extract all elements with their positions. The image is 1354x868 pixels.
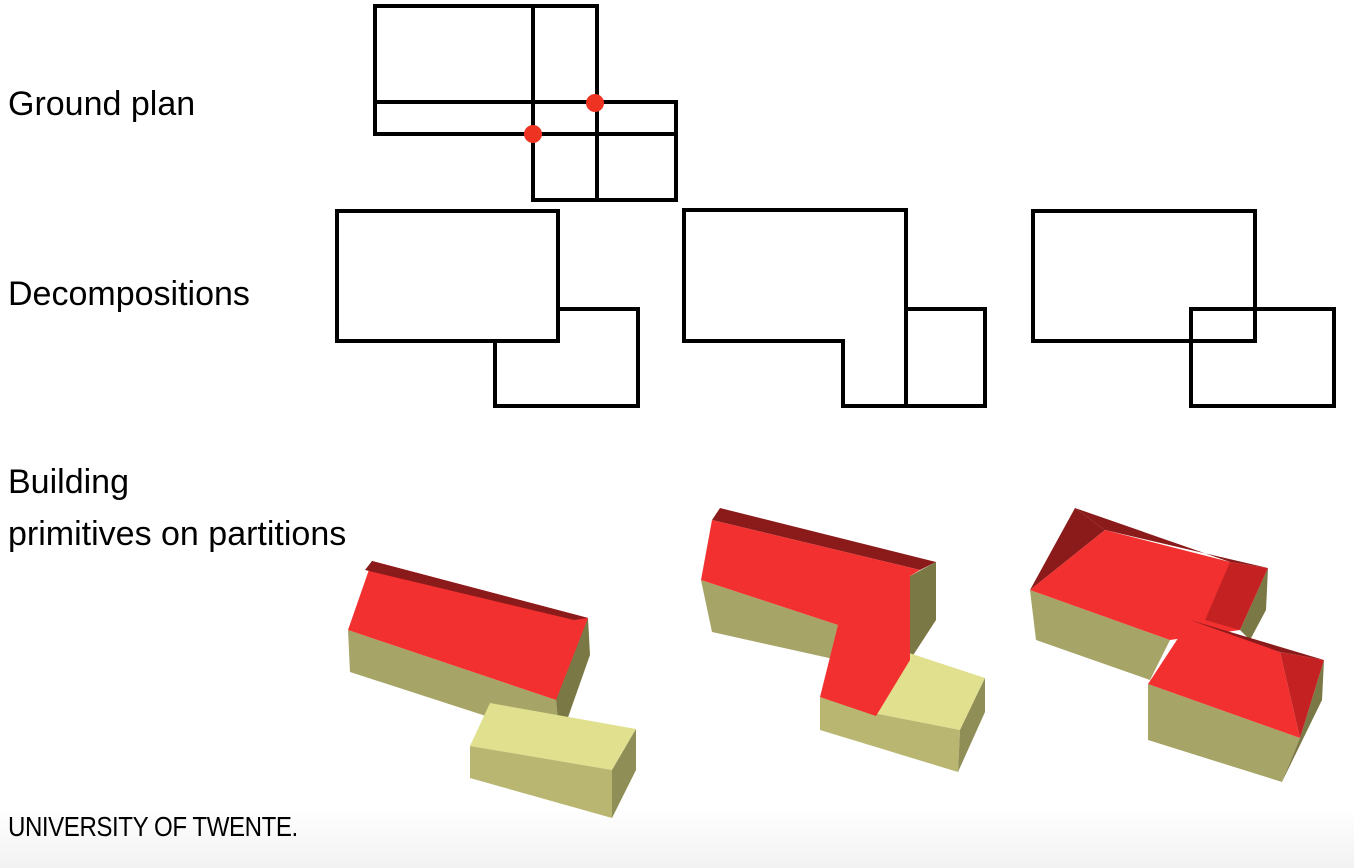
ground-plan-label: Ground plan bbox=[8, 85, 196, 123]
building-primitives-label-line1: Building bbox=[8, 463, 129, 501]
building-model-3 bbox=[1030, 508, 1324, 782]
decomp1-small-rect bbox=[493, 307, 640, 408]
decomp1-large-rect bbox=[335, 209, 560, 343]
b2-roof-back bbox=[712, 508, 936, 570]
b3-annex-wall-front bbox=[1148, 684, 1300, 782]
intersection-point-1 bbox=[586, 94, 604, 112]
ground-plan-main-rect bbox=[373, 4, 678, 202]
b3-annex-roof-main bbox=[1148, 620, 1300, 738]
decomposition-2 bbox=[682, 208, 987, 408]
decomp3-large-rect bbox=[1031, 209, 1257, 343]
decomp2-l-shape bbox=[682, 208, 908, 408]
b1-annex-right bbox=[612, 729, 636, 818]
b3-wall-right bbox=[1240, 568, 1268, 640]
b2-roof-main bbox=[701, 520, 920, 716]
b1-annex-top bbox=[470, 703, 636, 770]
b3-wall-left bbox=[1030, 590, 1170, 680]
ground-plan-drawing bbox=[373, 4, 678, 202]
b1-roof-main bbox=[348, 561, 588, 700]
b2-wall-left bbox=[701, 580, 838, 660]
b1-roof-back bbox=[365, 561, 588, 620]
building-model-1 bbox=[348, 561, 636, 818]
university-of-twente-logo: UNIVERSITY OF TWENTE. bbox=[8, 811, 298, 842]
b3-annex-roof-back bbox=[1190, 620, 1324, 660]
b3-roof-main bbox=[1030, 530, 1240, 640]
b1-wall-right bbox=[556, 618, 590, 740]
b1-annex-front bbox=[470, 746, 612, 818]
b2-annex-front bbox=[820, 697, 960, 772]
building-primitives-label-line2: primitives on partitions bbox=[8, 515, 347, 553]
footer-band bbox=[0, 808, 1354, 868]
b2-wall-right bbox=[910, 562, 936, 660]
intersection-point-2 bbox=[524, 125, 542, 143]
decomp2-small-rect bbox=[906, 307, 987, 408]
decomposition-3 bbox=[1031, 209, 1336, 408]
b3-roof-hip-left bbox=[1030, 508, 1105, 590]
building-model-2 bbox=[701, 508, 985, 772]
decompositions-label: Decompositions bbox=[8, 275, 250, 313]
b2-annex-right bbox=[958, 678, 985, 772]
b3-annex-roof-hip bbox=[1280, 652, 1324, 738]
b3-roof-hip-right bbox=[1205, 562, 1268, 630]
decomp3-overlap-rect bbox=[1189, 307, 1336, 408]
decomposition-1 bbox=[335, 209, 640, 408]
